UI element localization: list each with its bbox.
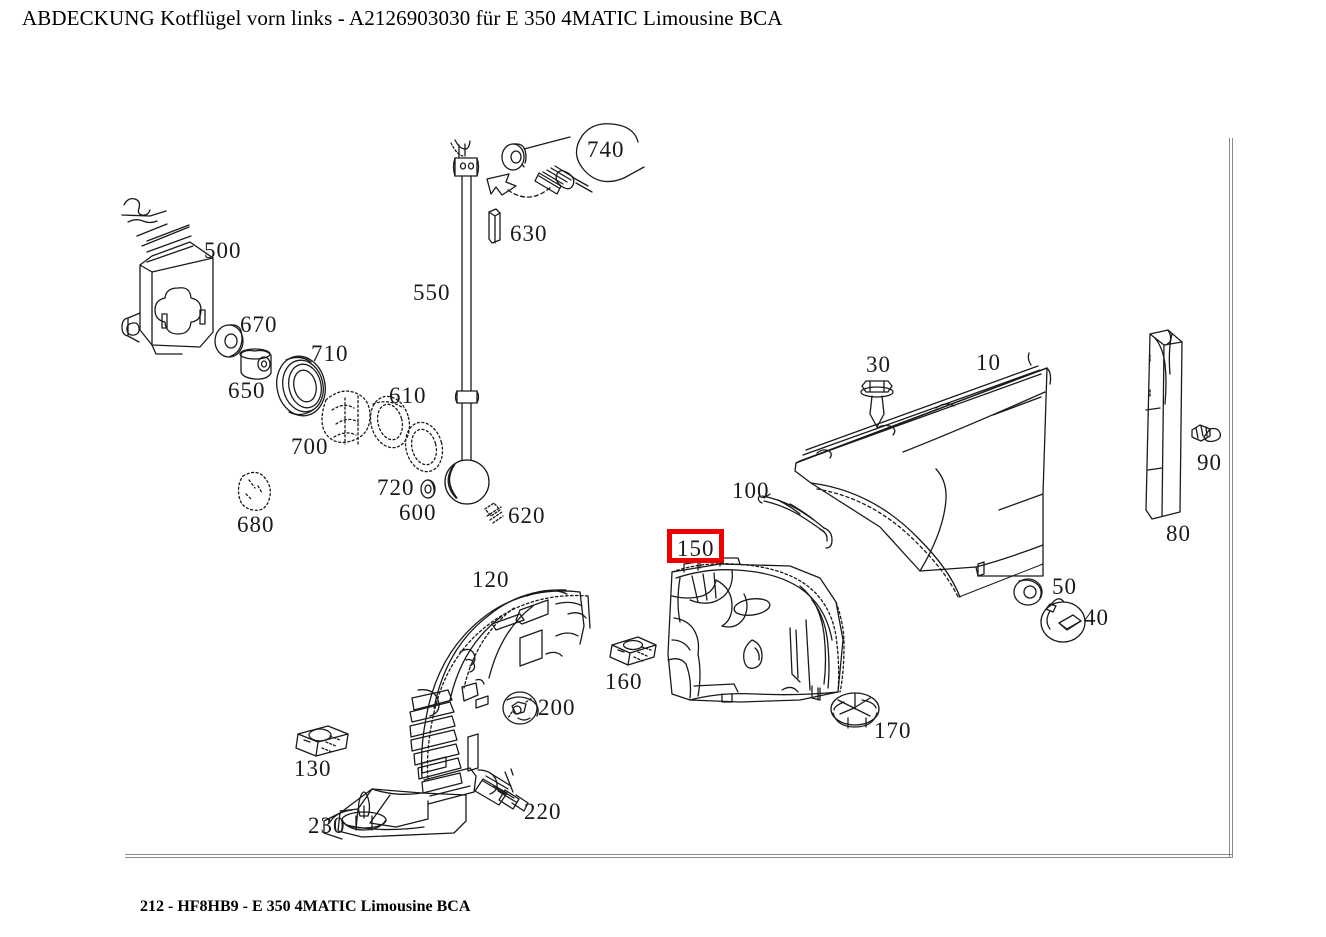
part-80-pillar-trim	[1145, 329, 1183, 520]
callout-label-170[interactable]: 170	[874, 718, 912, 743]
part-40-rivet	[1040, 598, 1086, 643]
callout-label-620[interactable]: 620	[508, 503, 546, 528]
callout-label-700[interactable]: 700	[291, 434, 329, 459]
part-160-clip-plate	[609, 636, 657, 666]
page-title: ABDECKUNG Kotflügel vorn links - A212690…	[22, 6, 783, 30]
callout-label-500[interactable]: 500	[204, 238, 242, 263]
part-30-hex-clip	[860, 380, 894, 428]
part-130-clip-plate	[295, 725, 349, 757]
part-50-grommet	[1013, 578, 1043, 606]
part-200-rosette-clip	[502, 691, 539, 725]
callout-label-150: 150	[677, 536, 715, 561]
callout-label-100[interactable]: 100	[732, 478, 770, 503]
frame-right-rule	[1229, 138, 1230, 857]
part-10-front-fender	[794, 352, 1052, 600]
callout-label-120[interactable]: 120	[472, 567, 510, 592]
callout-label-50[interactable]: 50	[1052, 574, 1077, 599]
callout-label-230[interactable]: 230	[308, 813, 346, 838]
callout-label-30[interactable]: 30	[866, 352, 891, 377]
part-220-expanding-screw	[474, 768, 529, 812]
part-720-nut	[420, 479, 436, 499]
part-680-bump-stop	[237, 471, 271, 511]
callout-label-610[interactable]: 610	[389, 383, 427, 408]
callout-label-130[interactable]: 130	[294, 756, 332, 781]
callout-label-630[interactable]: 630	[510, 221, 548, 246]
callout-label-90[interactable]: 90	[1197, 450, 1222, 475]
footer-caption: 212 - HF8HB9 - E 350 4MATIC Limousine BC…	[140, 898, 471, 915]
part-630-clip	[488, 208, 501, 244]
callout-label-720[interactable]: 720	[377, 475, 415, 500]
part-100-reinforcement-strip	[757, 493, 833, 549]
part-620-bolt	[484, 502, 504, 524]
callout-label-160[interactable]: 160	[605, 669, 643, 694]
part-650-bush	[239, 348, 272, 380]
selected-callout-highlight-150[interactable]: 150	[667, 529, 724, 563]
part-170-rotary-clip	[830, 692, 880, 729]
callout-label-710[interactable]: 710	[311, 341, 349, 366]
callout-label-220[interactable]: 220	[524, 799, 562, 824]
frame-right-rule-inner	[1232, 138, 1233, 857]
frame-bottom-rule-inner	[125, 857, 1233, 858]
part-150-wheel-arch-liner	[667, 557, 845, 703]
callout-label-680[interactable]: 680	[237, 512, 275, 537]
part-90-screw	[1191, 424, 1222, 443]
frame-bottom-rule	[125, 854, 1233, 855]
part-550-damper-rod	[444, 139, 490, 505]
callout-label-40[interactable]: 40	[1084, 605, 1109, 630]
callout-label-600[interactable]: 600	[399, 500, 437, 525]
callout-label-10[interactable]: 10	[976, 350, 1001, 375]
part-740-bolt-assembly	[486, 123, 645, 198]
callout-label-80[interactable]: 80	[1166, 521, 1191, 546]
part-670-washer	[214, 324, 244, 358]
part-230-push-pin	[341, 791, 387, 831]
part-710-seal-ring	[276, 355, 326, 417]
callout-label-550[interactable]: 550	[413, 280, 451, 305]
callout-label-740[interactable]: 740	[587, 137, 625, 162]
part-610-discs	[369, 395, 444, 473]
callout-label-200[interactable]: 200	[538, 695, 576, 720]
callout-label-670[interactable]: 670	[240, 312, 278, 337]
part-700-spring-seat	[321, 390, 371, 445]
part-500-bracket	[121, 197, 214, 355]
callout-label-650[interactable]: 650	[228, 378, 266, 403]
